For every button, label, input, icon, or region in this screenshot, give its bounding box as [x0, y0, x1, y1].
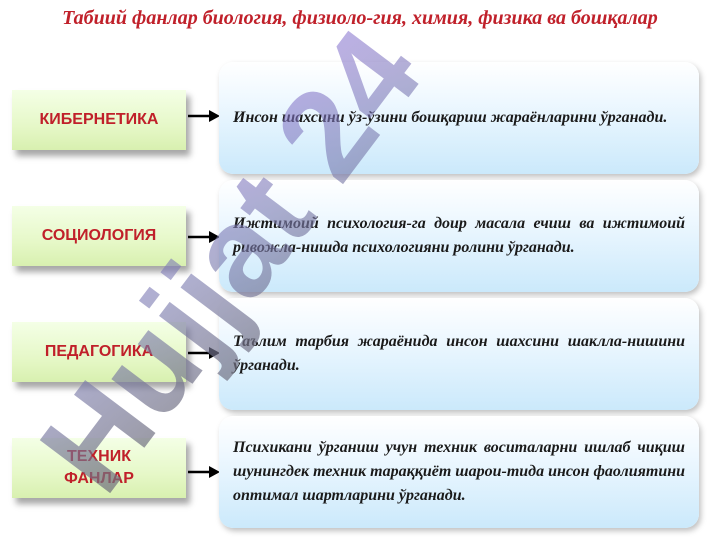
description-card-kibernetika: Инсон шахсини ўз-ўзини бошқариш жараёнла… [219, 62, 699, 174]
arrow-right-icon [188, 110, 220, 122]
label-tekhnik-fanlar: ТЕХНИК ФАНЛАР [12, 438, 186, 498]
description-card-pedagogika: Таълим тарбия жараёнида инсон шахсини ша… [219, 298, 699, 410]
description-card-tekhnik-fanlar: Психикани ўрганиш учун техник воситаларн… [219, 416, 699, 528]
description-card-sotsiologiya: Ижтимоий психология-га доир масала ечиш … [219, 180, 699, 292]
label-pedagogika: ПЕДАГОГИКА [12, 322, 186, 382]
arrow-right-icon [188, 466, 220, 478]
description-text: Ижтимоий психология-га доир масала ечиш … [233, 215, 685, 256]
label-text: ТЕХНИК ФАНЛАР [64, 448, 134, 487]
arrow-right-icon [188, 347, 220, 359]
label-sotsiologiya: СОЦИОЛОГИЯ [12, 206, 186, 266]
description-text: Психикани ўрганиш учун техник воситаларн… [233, 439, 686, 504]
label-kibernetika: КИБЕРНЕТИКА [12, 90, 186, 150]
arrow-right-icon [188, 231, 220, 243]
page-title: Табиий фанлар биология, физиоло-гия, хим… [62, 7, 658, 29]
description-text: Таълим тарбия жараёнида инсон шахсини ша… [233, 333, 685, 374]
description-text: Инсон шахсини ўз-ўзини бошқариш жараёнла… [233, 109, 668, 126]
